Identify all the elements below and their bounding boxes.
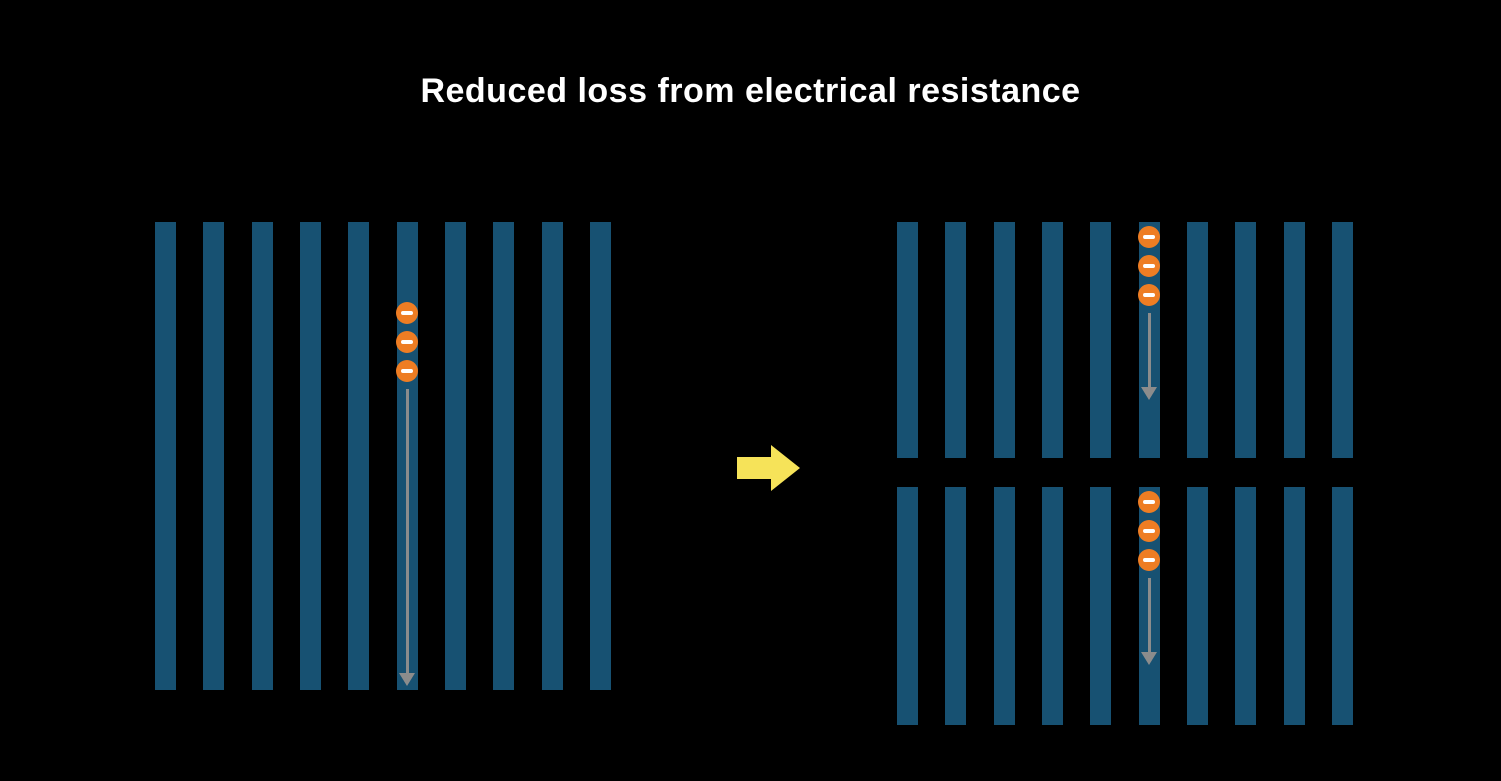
flow-arrow-head — [1141, 387, 1157, 400]
busbar — [444, 222, 466, 690]
electron-flow-bottom — [1138, 491, 1160, 665]
flow-arrow-shaft — [1147, 578, 1151, 652]
electron-icon — [1138, 491, 1160, 513]
busbar — [1283, 487, 1305, 725]
busbar — [1186, 222, 1208, 458]
busbar — [1041, 222, 1063, 458]
busbar — [897, 487, 918, 725]
electron-icon — [1138, 226, 1160, 248]
full-cell-panel — [155, 222, 611, 690]
flow-arrow-shaft — [405, 389, 409, 673]
electron-icon — [396, 331, 418, 353]
flow-arrow-shaft — [1147, 313, 1151, 387]
busbar — [1331, 487, 1353, 725]
electron-group — [1138, 491, 1160, 571]
busbar — [1186, 487, 1208, 725]
busbar — [348, 222, 370, 690]
busbar — [299, 222, 321, 690]
busbar — [945, 222, 967, 458]
electron-flow-full — [396, 302, 418, 686]
busbar — [897, 222, 918, 458]
busbar — [1331, 222, 1353, 458]
electron-icon — [1138, 284, 1160, 306]
electron-icon — [396, 302, 418, 324]
busbar — [155, 222, 176, 690]
busbar — [993, 222, 1015, 458]
busbar — [589, 222, 611, 690]
electron-icon — [1138, 520, 1160, 542]
flow-arrow-head — [399, 673, 415, 686]
electron-flow-top — [1138, 226, 1160, 400]
electron-icon — [1138, 549, 1160, 571]
busbar — [493, 222, 515, 690]
busbar — [945, 487, 967, 725]
flow-arrow-head — [1141, 652, 1157, 665]
half-cell-bottom-panel — [897, 487, 1353, 725]
electron-group — [1138, 226, 1160, 306]
full-cell-busbars — [155, 222, 611, 690]
half-cell-top-busbars — [897, 222, 1353, 458]
electron-icon — [1138, 255, 1160, 277]
busbar — [203, 222, 225, 690]
busbar — [1090, 222, 1112, 458]
transform-arrow — [737, 444, 801, 492]
busbar — [1283, 222, 1305, 458]
busbar — [251, 222, 273, 690]
diagram-title: Reduced loss from electrical resistance — [420, 72, 1081, 110]
busbar — [1090, 487, 1112, 725]
right-arrow-icon — [737, 445, 800, 491]
half-cell-top-panel — [897, 222, 1353, 458]
busbar — [993, 487, 1015, 725]
busbar — [541, 222, 563, 690]
half-cell-bottom-busbars — [897, 487, 1353, 725]
electron-icon — [396, 360, 418, 382]
busbar — [1235, 222, 1257, 458]
busbar — [1041, 487, 1063, 725]
electron-group — [396, 302, 418, 382]
busbar — [1235, 487, 1257, 725]
